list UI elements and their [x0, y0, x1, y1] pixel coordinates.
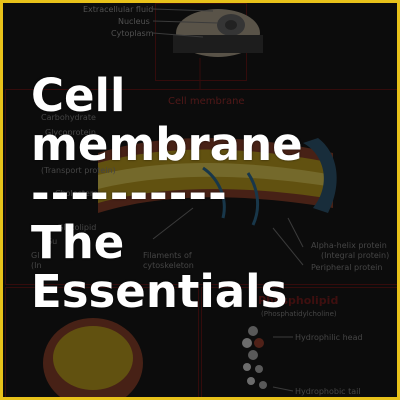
leader-line	[272, 227, 304, 266]
filaments-label-line1: Filaments of	[143, 251, 192, 260]
leader-line	[272, 386, 294, 392]
phospholipid-subheading: (Phosphatidylcholine)	[261, 310, 337, 318]
cytoplasm-label: Cytoplasm	[111, 29, 154, 38]
leader-line	[152, 207, 194, 240]
leader-line	[152, 8, 214, 12]
filament-shape	[246, 172, 260, 226]
leader-line	[152, 32, 204, 38]
title-line-essentials: Essentials	[31, 265, 288, 318]
vesicle-inner-shape	[53, 326, 133, 390]
cell-base-shape	[173, 35, 263, 53]
integral-protein-short-label: (In	[31, 261, 42, 270]
hydrophobic-tail-label: Hydrophobic tail	[295, 387, 361, 396]
glycolipid-label: Glycolipid	[57, 223, 97, 232]
diagram-illustration	[43, 8, 337, 397]
membrane-detail-panel	[5, 89, 397, 285]
title-line-separator: ----------	[31, 167, 228, 220]
transport-protein-label: (Transport protein)	[41, 166, 116, 175]
title-line-membrane: membrane	[31, 118, 303, 171]
hydrophilic-head-label: Hydrophilic head	[295, 333, 363, 342]
alpha-helix-label: Alpha-helix protein	[311, 241, 387, 250]
extracellular-label: Extracellular fluid	[83, 5, 154, 14]
nucleolus-shape	[225, 20, 237, 30]
phospholipid-molecule	[242, 326, 267, 389]
surface-protein-label: Su	[47, 237, 58, 246]
carbohydrate-label: Carbohydrate	[41, 113, 96, 122]
phospholipid-panel	[201, 287, 397, 397]
glycoprotein-label: Glycoprotein	[45, 128, 96, 137]
integral-protein-label: (Integral protein)	[321, 251, 390, 260]
membrane-core-layer	[98, 163, 333, 189]
membrane-heading: Cell membrane	[168, 96, 245, 107]
leader-line	[287, 217, 304, 248]
nucleus-label: Nucleus	[118, 17, 150, 26]
title-line-the: The	[31, 216, 125, 269]
filament-shape	[202, 166, 226, 219]
cover-title: Cell membrane ---------- The Essentials	[31, 71, 303, 316]
peripheral-protein-label: Peripheral protein	[311, 263, 383, 272]
title-line-cell: Cell	[31, 69, 126, 122]
cholesterol-label: Cholesterol	[55, 189, 101, 198]
dark-overlay	[3, 3, 397, 397]
phospholipid-heading: Phospholipid	[258, 294, 339, 307]
globular-protein-label: Gl	[31, 251, 40, 260]
cell-membrane-diagram: Extracellular fluid Nucleus Cytoplasm Ce…	[3, 3, 397, 397]
leader-line	[152, 20, 219, 24]
vesicle-panel	[5, 287, 199, 397]
filaments-label-line2: cytoskeleton	[143, 261, 194, 270]
protein-shape	[303, 138, 337, 213]
